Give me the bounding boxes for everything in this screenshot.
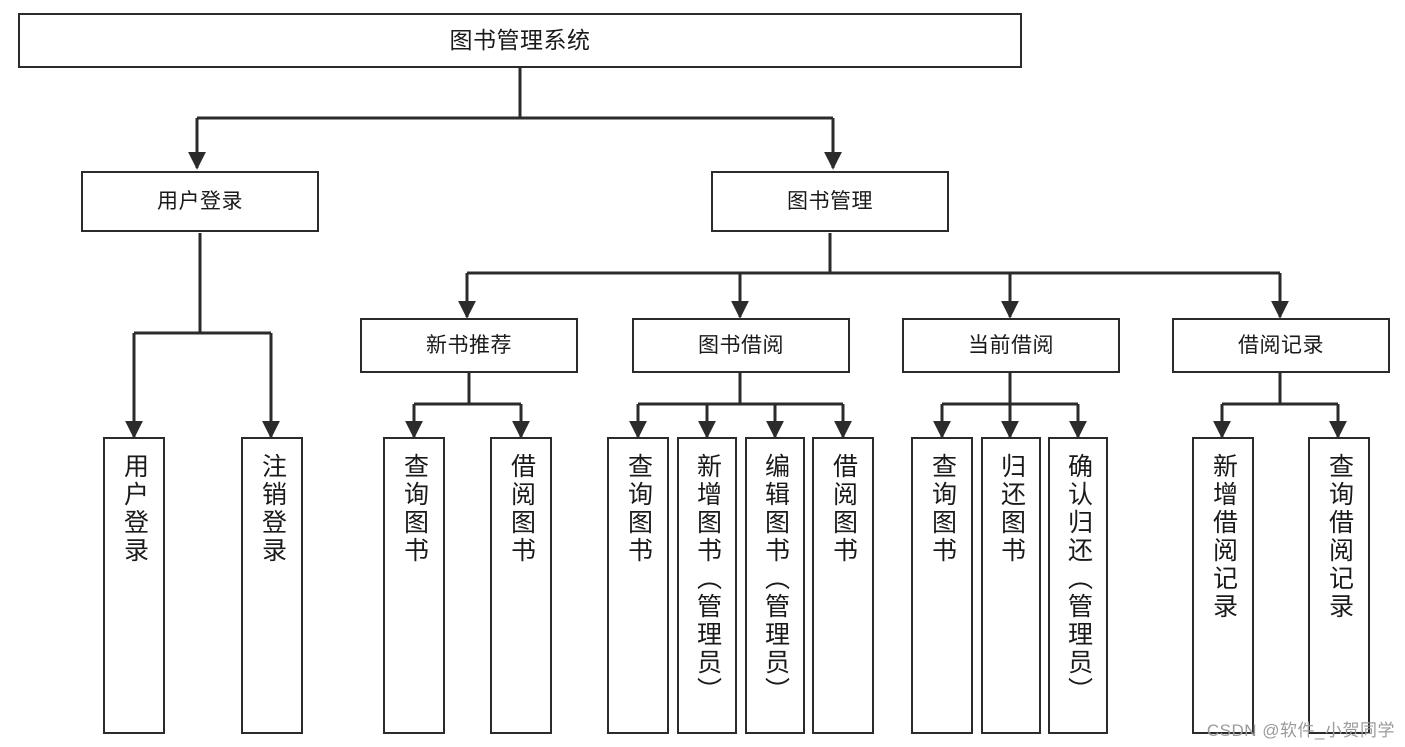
node-leaf-return-book[interactable]: 归还图书 <box>981 437 1041 734</box>
node-label: 确认归还（管理员） <box>1064 453 1093 705</box>
node-label: 注销登录 <box>258 453 287 565</box>
connector-borrow-record-to-leaves <box>1213 373 1347 439</box>
node-leaf-query-book-recommend[interactable]: 查询图书 <box>383 437 445 734</box>
node-new-book-recommend[interactable]: 新书推荐 <box>360 318 578 373</box>
node-label: 查询图书 <box>928 453 957 565</box>
node-label: 用户登录 <box>120 453 149 565</box>
node-book-management[interactable]: 图书管理 <box>711 171 949 232</box>
node-label: 新书推荐 <box>426 333 512 357</box>
node-label: 当前借阅 <box>968 333 1054 357</box>
node-leaf-query-book-borrow[interactable]: 查询图书 <box>607 437 669 734</box>
connector-current-borrow-to-leaves <box>933 373 1087 439</box>
node-label: 新增图书（管理员） <box>693 453 722 705</box>
node-label: 查询图书 <box>624 453 653 565</box>
node-leaf-add-book-admin[interactable]: 新增图书（管理员） <box>677 437 737 734</box>
node-label: 编辑图书（管理员） <box>761 453 790 705</box>
node-label: 借阅图书 <box>829 453 858 565</box>
connector-root-to-tier2 <box>188 68 842 170</box>
node-root-library-management-system[interactable]: 图书管理系统 <box>18 13 1022 68</box>
node-label: 图书管理 <box>787 189 873 213</box>
node-label: 用户登录 <box>157 189 243 213</box>
node-label: 图书借阅 <box>698 333 784 357</box>
node-label: 图书管理系统 <box>449 27 591 54</box>
node-leaf-query-book-current[interactable]: 查询图书 <box>911 437 973 734</box>
node-leaf-add-borrow-record[interactable]: 新增借阅记录 <box>1192 437 1254 734</box>
node-book-borrow[interactable]: 图书借阅 <box>632 318 850 373</box>
node-label: 新增借阅记录 <box>1209 453 1238 621</box>
node-leaf-confirm-return-admin[interactable]: 确认归还（管理员） <box>1048 437 1108 734</box>
node-leaf-borrow-book-recommend[interactable]: 借阅图书 <box>490 437 552 734</box>
node-label: 借阅记录 <box>1238 333 1324 357</box>
connector-new-book-recommend-to-leaves <box>405 373 530 439</box>
node-label: 查询图书 <box>400 453 429 565</box>
node-leaf-logout-login[interactable]: 注销登录 <box>241 437 303 734</box>
connector-book-borrow-to-leaves <box>629 373 852 439</box>
node-label: 查询借阅记录 <box>1325 453 1354 621</box>
node-leaf-user-login[interactable]: 用户登录 <box>103 437 165 734</box>
node-user-login[interactable]: 用户登录 <box>81 171 319 232</box>
connector-user-login-to-leaves <box>125 233 280 439</box>
node-leaf-query-borrow-record[interactable]: 查询借阅记录 <box>1308 437 1370 734</box>
connector-book-management-to-tier3 <box>458 233 1289 319</box>
node-label: 借阅图书 <box>507 453 536 565</box>
node-leaf-edit-book-admin[interactable]: 编辑图书（管理员） <box>745 437 805 734</box>
node-borrow-record[interactable]: 借阅记录 <box>1172 318 1390 373</box>
node-leaf-borrow-book-borrow[interactable]: 借阅图书 <box>812 437 874 734</box>
node-current-borrow[interactable]: 当前借阅 <box>902 318 1120 373</box>
node-label: 归还图书 <box>997 453 1026 565</box>
